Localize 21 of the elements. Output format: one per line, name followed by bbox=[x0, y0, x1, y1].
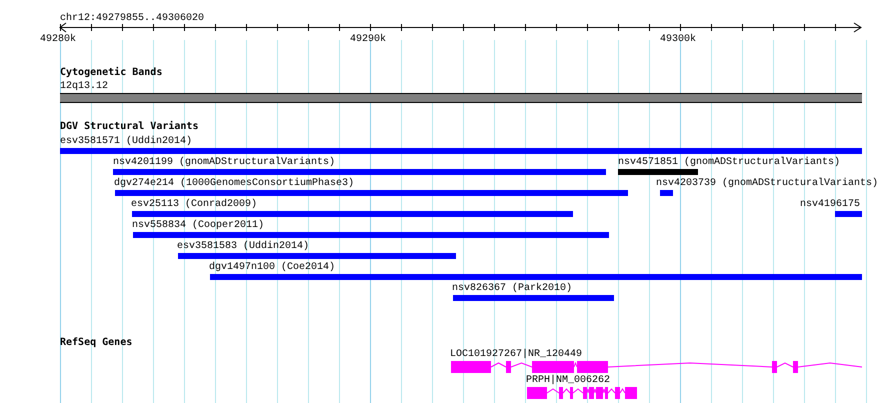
axis-tick-label: 49280k bbox=[40, 34, 76, 46]
variant-label: esv3581583 (Uddin2014) bbox=[177, 241, 310, 253]
variant-label: dgv1497n100 (Coe2014) bbox=[209, 262, 336, 274]
variant-label: nsv4571851 (gnomADStructuralVariants) bbox=[618, 157, 840, 169]
variant-label: nsv558834 (Cooper2011) bbox=[132, 220, 264, 232]
band-label: 12q13.12 bbox=[60, 81, 108, 93]
variant-label: nsv4203739 (gnomADStructuralVariants) bbox=[656, 178, 878, 190]
axis-tick-label: 49300k bbox=[660, 34, 696, 46]
variant-label: dgv274e214 (1000GenomesConsortiumPhase3) bbox=[114, 178, 354, 190]
gene-label: PRPH|NM_006262 bbox=[526, 375, 610, 387]
variant-label: nsv4196175 bbox=[800, 199, 860, 211]
track-title: DGV Structural Variants bbox=[60, 121, 198, 133]
gene-label: LOC101927267|NR_120449 bbox=[450, 349, 582, 361]
variant-label: nsv826367 (Park2010) bbox=[452, 283, 572, 295]
track-title: RefSeq Genes bbox=[60, 337, 132, 349]
track-title: Cytogenetic Bands bbox=[60, 67, 162, 79]
variant-label: nsv4201199 (gnomADStructuralVariants) bbox=[113, 157, 336, 169]
locus-title: chr12:49279855..49306020 bbox=[60, 13, 204, 25]
variant-label: esv25113 (Conrad2009) bbox=[131, 199, 258, 211]
axis-tick-label: 49290k bbox=[350, 34, 386, 46]
variant-label: esv3581571 (Uddin2014) bbox=[60, 136, 192, 148]
